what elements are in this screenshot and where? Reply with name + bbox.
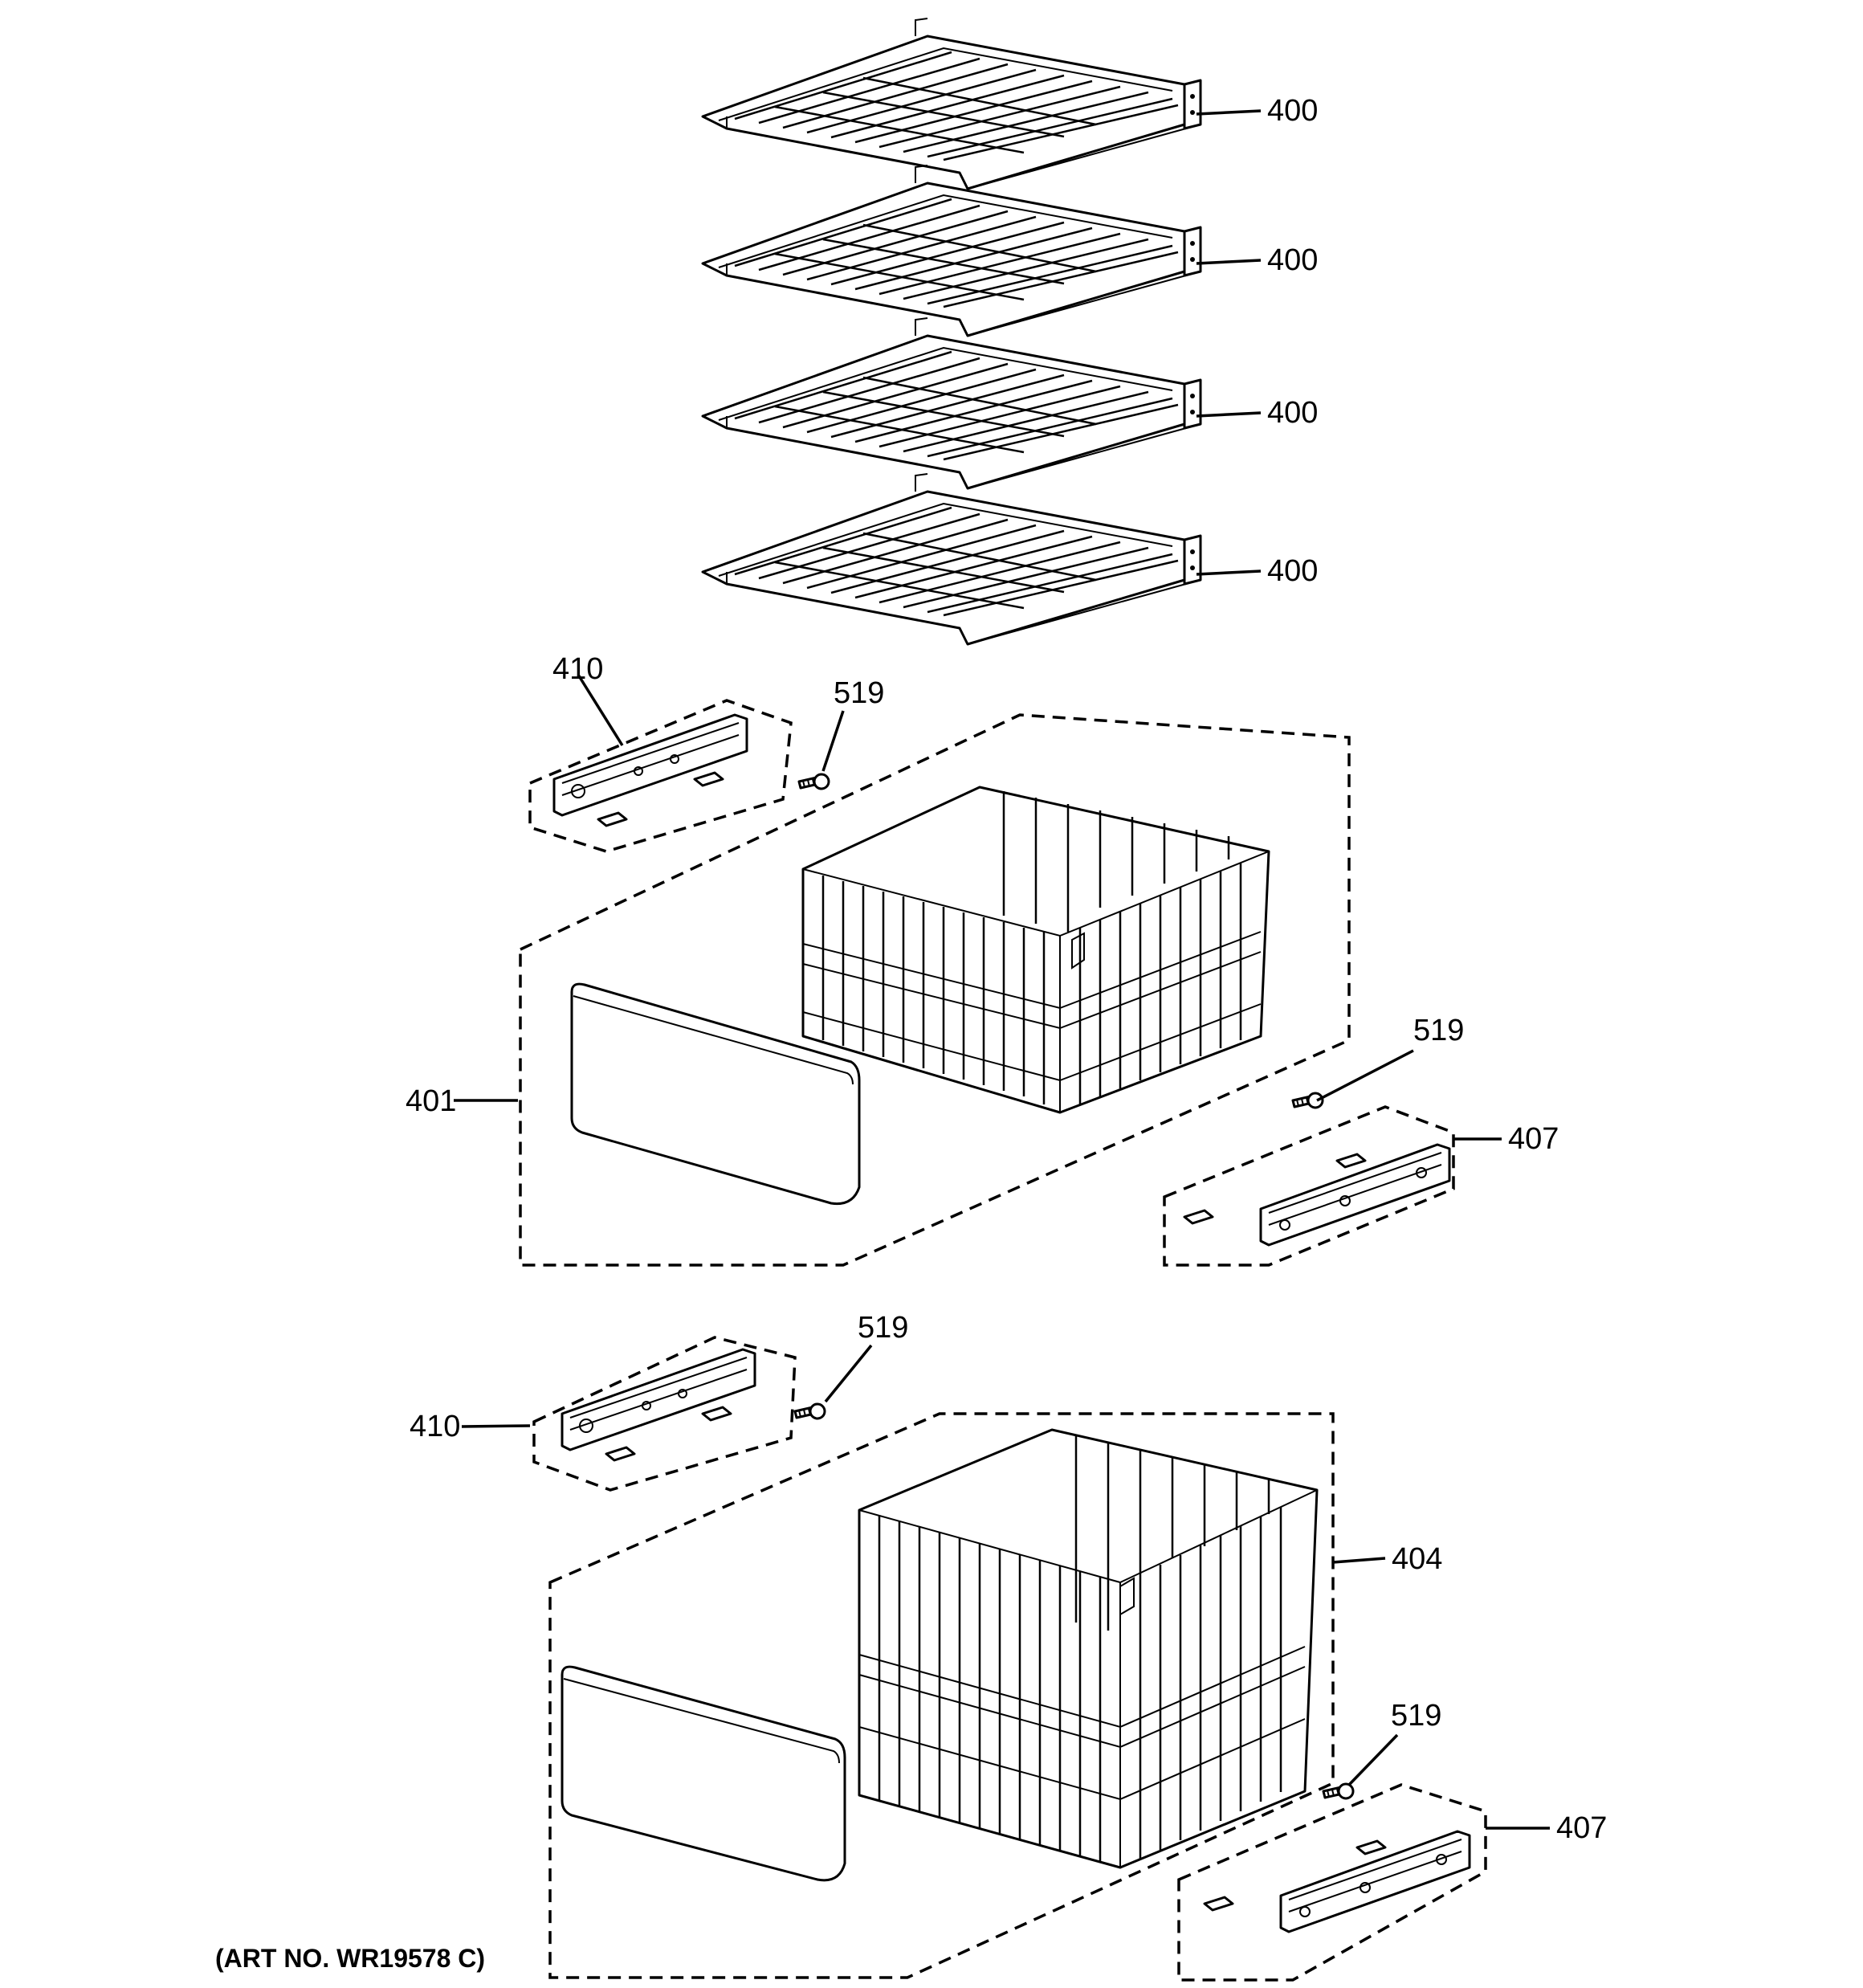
leader-screw-2 <box>1316 1049 1414 1102</box>
basket-front-panel-upper <box>570 982 861 1206</box>
callout-screw-4: 519 <box>1391 1699 1441 1733</box>
callout-shelf-1: 400 <box>1267 94 1318 128</box>
rail-right-upper <box>1183 1143 1451 1247</box>
leader-screw-3 <box>824 1344 873 1403</box>
leader-screw-4 <box>1347 1733 1399 1786</box>
callout-rail-right-lower: 407 <box>1556 1811 1607 1845</box>
wire-basket-upper <box>801 786 1270 1114</box>
screw-3 <box>793 1402 826 1420</box>
screw-1 <box>797 773 830 790</box>
leader-basket-lower <box>1332 1557 1386 1564</box>
callout-shelf-4: 400 <box>1267 554 1318 588</box>
rail-group-outline-lower-right <box>1177 1783 1487 1982</box>
rail-left-lower <box>561 1348 756 1462</box>
art-number: (ART NO. WR19578 C) <box>215 1944 486 1973</box>
callout-screw-1: 519 <box>834 676 884 710</box>
callout-basket-lower: 404 <box>1392 1542 1442 1576</box>
leader-rail-left-upper <box>577 674 624 746</box>
leader-shelf-2 <box>1196 259 1262 265</box>
callout-rail-right-upper: 407 <box>1508 1122 1559 1156</box>
wire-shelf-4 <box>701 472 1202 646</box>
rail-right-lower <box>1203 1830 1471 1933</box>
callout-rail-left-lower: 410 <box>410 1410 460 1443</box>
leader-rail-left-lower <box>461 1424 531 1428</box>
wire-shelf-1 <box>701 17 1202 190</box>
rail-group-outline-upper-left <box>528 699 793 853</box>
callout-screw-3: 519 <box>858 1311 908 1345</box>
basket-front-panel-lower <box>561 1665 846 1882</box>
leader-shelf-1 <box>1196 109 1262 116</box>
leader-shelf-3 <box>1196 411 1262 418</box>
leader-screw-1 <box>821 710 845 772</box>
callout-screw-2: 519 <box>1413 1014 1464 1047</box>
wire-basket-lower <box>858 1428 1319 1869</box>
wire-shelf-3 <box>701 316 1202 490</box>
callout-shelf-3: 400 <box>1267 396 1318 430</box>
rail-group-outline-lower-left <box>532 1336 797 1492</box>
wire-shelf-2 <box>701 164 1202 337</box>
callout-shelf-2: 400 <box>1267 243 1318 277</box>
callout-basket-upper: 401 <box>406 1084 456 1118</box>
callout-rail-left-upper: 410 <box>552 652 603 686</box>
basket-group-outline-lower <box>548 1412 1335 1979</box>
leader-shelf-4 <box>1196 569 1262 576</box>
rail-group-outline-upper-right <box>1163 1105 1455 1267</box>
basket-group-outline-upper <box>519 713 1351 1267</box>
